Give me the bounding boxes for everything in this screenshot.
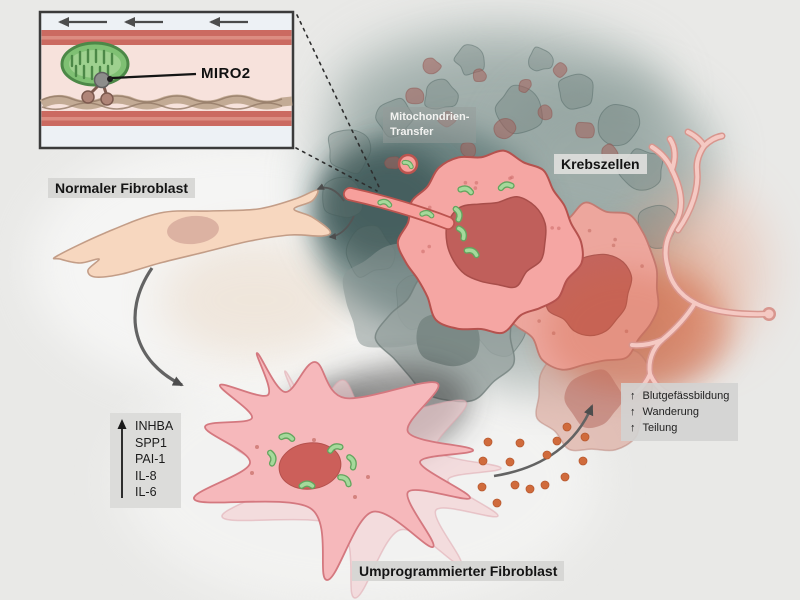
mitochondrion-icon bbox=[60, 41, 130, 87]
orange-tint bbox=[545, 270, 705, 390]
factor-item: INHBA bbox=[135, 419, 174, 433]
up-arrow-icon: ↑ bbox=[630, 422, 636, 434]
up-arrow-icon: ↑ bbox=[630, 406, 636, 418]
miro2-motor-protein-icon bbox=[81, 71, 114, 106]
exchange-arrow-lower bbox=[328, 215, 355, 240]
inset-connector-lines bbox=[295, 14, 381, 192]
mitochondria-transfer-label: Mitochondrien- Transfer bbox=[383, 107, 477, 143]
factor-item: SPP1 bbox=[135, 435, 167, 450]
miro2-label: MIRO2 bbox=[201, 65, 251, 82]
flow-arrows bbox=[133, 183, 594, 478]
factor-item: IL-8 bbox=[135, 468, 157, 483]
effect-item: ↑ Wanderung bbox=[630, 406, 699, 418]
reprogrammed-fibroblast-label: Umprogrammierter Fibroblast bbox=[352, 561, 565, 581]
effect-item: ↑ Teilung bbox=[630, 422, 678, 434]
increase-arrow-icon bbox=[117, 419, 127, 498]
normal-fibroblast-cell bbox=[52, 189, 332, 278]
factor-list: INHBA SPP1 PAI-1 IL-8 IL-6 bbox=[135, 418, 173, 502]
factor-item: IL-6 bbox=[135, 485, 157, 499]
reprogrammed-fibroblast-cell bbox=[193, 352, 502, 599]
effects-box: ↑ Blutgefässbildung ↑ Wanderung ↑ Teilun… bbox=[621, 383, 739, 441]
cancer-cells-label: Krebszellen bbox=[554, 154, 647, 174]
tunneling-nanotube bbox=[343, 153, 455, 230]
factor-item: PAI-1 bbox=[135, 452, 166, 466]
secreted-factor-dots bbox=[477, 422, 590, 508]
cancer-cell-main bbox=[396, 149, 584, 335]
effect-item: ↑ Blutgefässbildung bbox=[630, 390, 730, 402]
up-arrow-icon: ↑ bbox=[630, 390, 636, 402]
miro2-inset-box bbox=[38, 10, 295, 150]
blood-vessel bbox=[628, 128, 776, 399]
normal-fibroblast-label: Normaler Fibroblast bbox=[48, 178, 196, 198]
secreted-factors-box: INHBA SPP1 PAI-1 IL-8 IL-6 bbox=[110, 413, 182, 508]
exchange-arrow-upper bbox=[316, 183, 345, 202]
secretion-effect-arrow bbox=[493, 404, 594, 478]
reprogramming-arrow bbox=[133, 267, 184, 387]
